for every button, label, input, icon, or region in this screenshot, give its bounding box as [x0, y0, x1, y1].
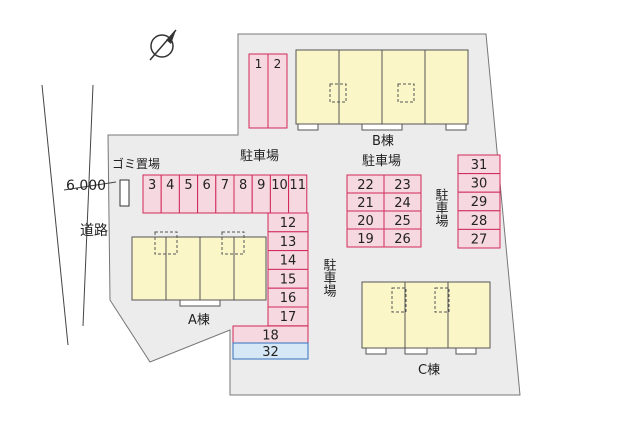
parking-stall-label: 5	[184, 178, 192, 193]
parking-stall-label: 30	[471, 177, 488, 192]
parking-stall-label: 8	[239, 178, 247, 193]
parking-stall-9: 9	[251, 174, 271, 214]
parking-stall-label: 23	[394, 178, 411, 193]
parking-stall-label: 19	[357, 232, 374, 247]
parking-stall-label: 27	[471, 232, 488, 247]
parking-stall-25: 25	[383, 210, 422, 230]
parking-stall-label: 12	[280, 216, 297, 231]
parking-stall-16: 16	[267, 287, 309, 308]
parking-stall-27: 27	[457, 228, 501, 249]
building-a	[131, 231, 267, 307]
parking-stall-24: 24	[383, 192, 422, 212]
parking-stall-2: 2	[267, 53, 288, 129]
parking-stall-label: 3	[148, 178, 156, 193]
parking-stall-13: 13	[267, 231, 309, 252]
parking-stall-label: 29	[471, 195, 488, 210]
parking-stall-label: 26	[394, 232, 411, 247]
parking-stall-label: 22	[357, 178, 374, 193]
road-edge-left	[41, 84, 69, 346]
building-b	[295, 49, 469, 131]
parking-stall-label: 21	[357, 196, 374, 211]
parking-stall-label: 20	[357, 214, 374, 229]
parking-stall-7: 7	[215, 174, 235, 214]
parking-stall-label: 31	[471, 158, 488, 173]
building-a-label: A棟	[188, 313, 210, 328]
parking-stall-19: 19	[346, 228, 385, 248]
building-c-label: C棟	[418, 363, 440, 378]
parking-label-right-vertical: 駐車場	[433, 188, 449, 227]
building-b-label: B棟	[372, 134, 394, 149]
parking-stall-28: 28	[457, 210, 501, 230]
parking-stall-11: 11	[288, 174, 308, 214]
parking-stall-label: 6	[203, 178, 211, 193]
parking-label-top-center: 駐車場	[240, 149, 279, 164]
parking-stall-21: 21	[346, 192, 385, 212]
garbage-area	[119, 179, 130, 207]
parking-stall-17: 17	[267, 306, 309, 327]
parking-stall-15: 15	[267, 268, 309, 289]
parking-stall-26: 26	[383, 228, 422, 248]
road-name-label: 道路	[80, 223, 108, 239]
parking-stall-12: 12	[267, 212, 309, 233]
parking-stall-18: 18	[232, 325, 309, 344]
north-arrow-icon	[149, 29, 177, 61]
parking-stall-label: 2	[274, 57, 282, 71]
parking-stall-4: 4	[160, 174, 180, 214]
parking-stall-29: 29	[457, 191, 501, 212]
road-edge-right	[82, 84, 94, 327]
parking-stall-label: 9	[257, 178, 265, 193]
parking-stall-label: 16	[280, 291, 297, 306]
road-width-label: 6.000	[66, 178, 106, 194]
parking-stall-label: 15	[280, 272, 297, 287]
parking-stall-label: 11	[289, 178, 306, 193]
parking-stall-label: 18	[262, 329, 279, 344]
parking-stall-22: 22	[346, 174, 385, 194]
parking-label-center: 駐車場	[362, 154, 401, 169]
garbage-label: ゴミ置場	[112, 156, 160, 171]
parking-stall-5: 5	[178, 174, 199, 214]
parking-stall-label: 4	[166, 178, 174, 193]
parking-stall-label: 25	[394, 214, 411, 229]
parking-stall-8: 8	[233, 174, 253, 214]
parking-stall-label: 10	[271, 178, 288, 193]
parking-stall-6: 6	[197, 174, 217, 214]
parking-stall-label: 7	[221, 178, 229, 193]
building-c	[361, 281, 491, 355]
parking-label-middle-vertical: 駐車場	[321, 258, 337, 297]
parking-stall-30: 30	[457, 173, 501, 193]
parking-stall-label: 1	[255, 57, 263, 71]
parking-stall-label: 24	[394, 196, 411, 211]
parking-stall-3: 3	[142, 174, 162, 214]
parking-stall-31: 31	[457, 154, 501, 175]
parking-stall-label: 13	[280, 235, 297, 250]
parking-stall-23: 23	[383, 174, 422, 194]
parking-stall-label: 32	[262, 345, 279, 360]
parking-stall-label: 28	[471, 214, 488, 229]
road-width-dimension	[63, 181, 117, 191]
parking-stall-20: 20	[346, 210, 385, 230]
parking-stall-10: 10	[269, 174, 290, 214]
parking-stall-32: 32	[232, 342, 309, 360]
parking-stall-14: 14	[267, 250, 309, 270]
parking-stall-1: 1	[248, 53, 269, 129]
parking-stall-label: 17	[280, 310, 297, 325]
parking-stall-label: 14	[280, 254, 297, 269]
